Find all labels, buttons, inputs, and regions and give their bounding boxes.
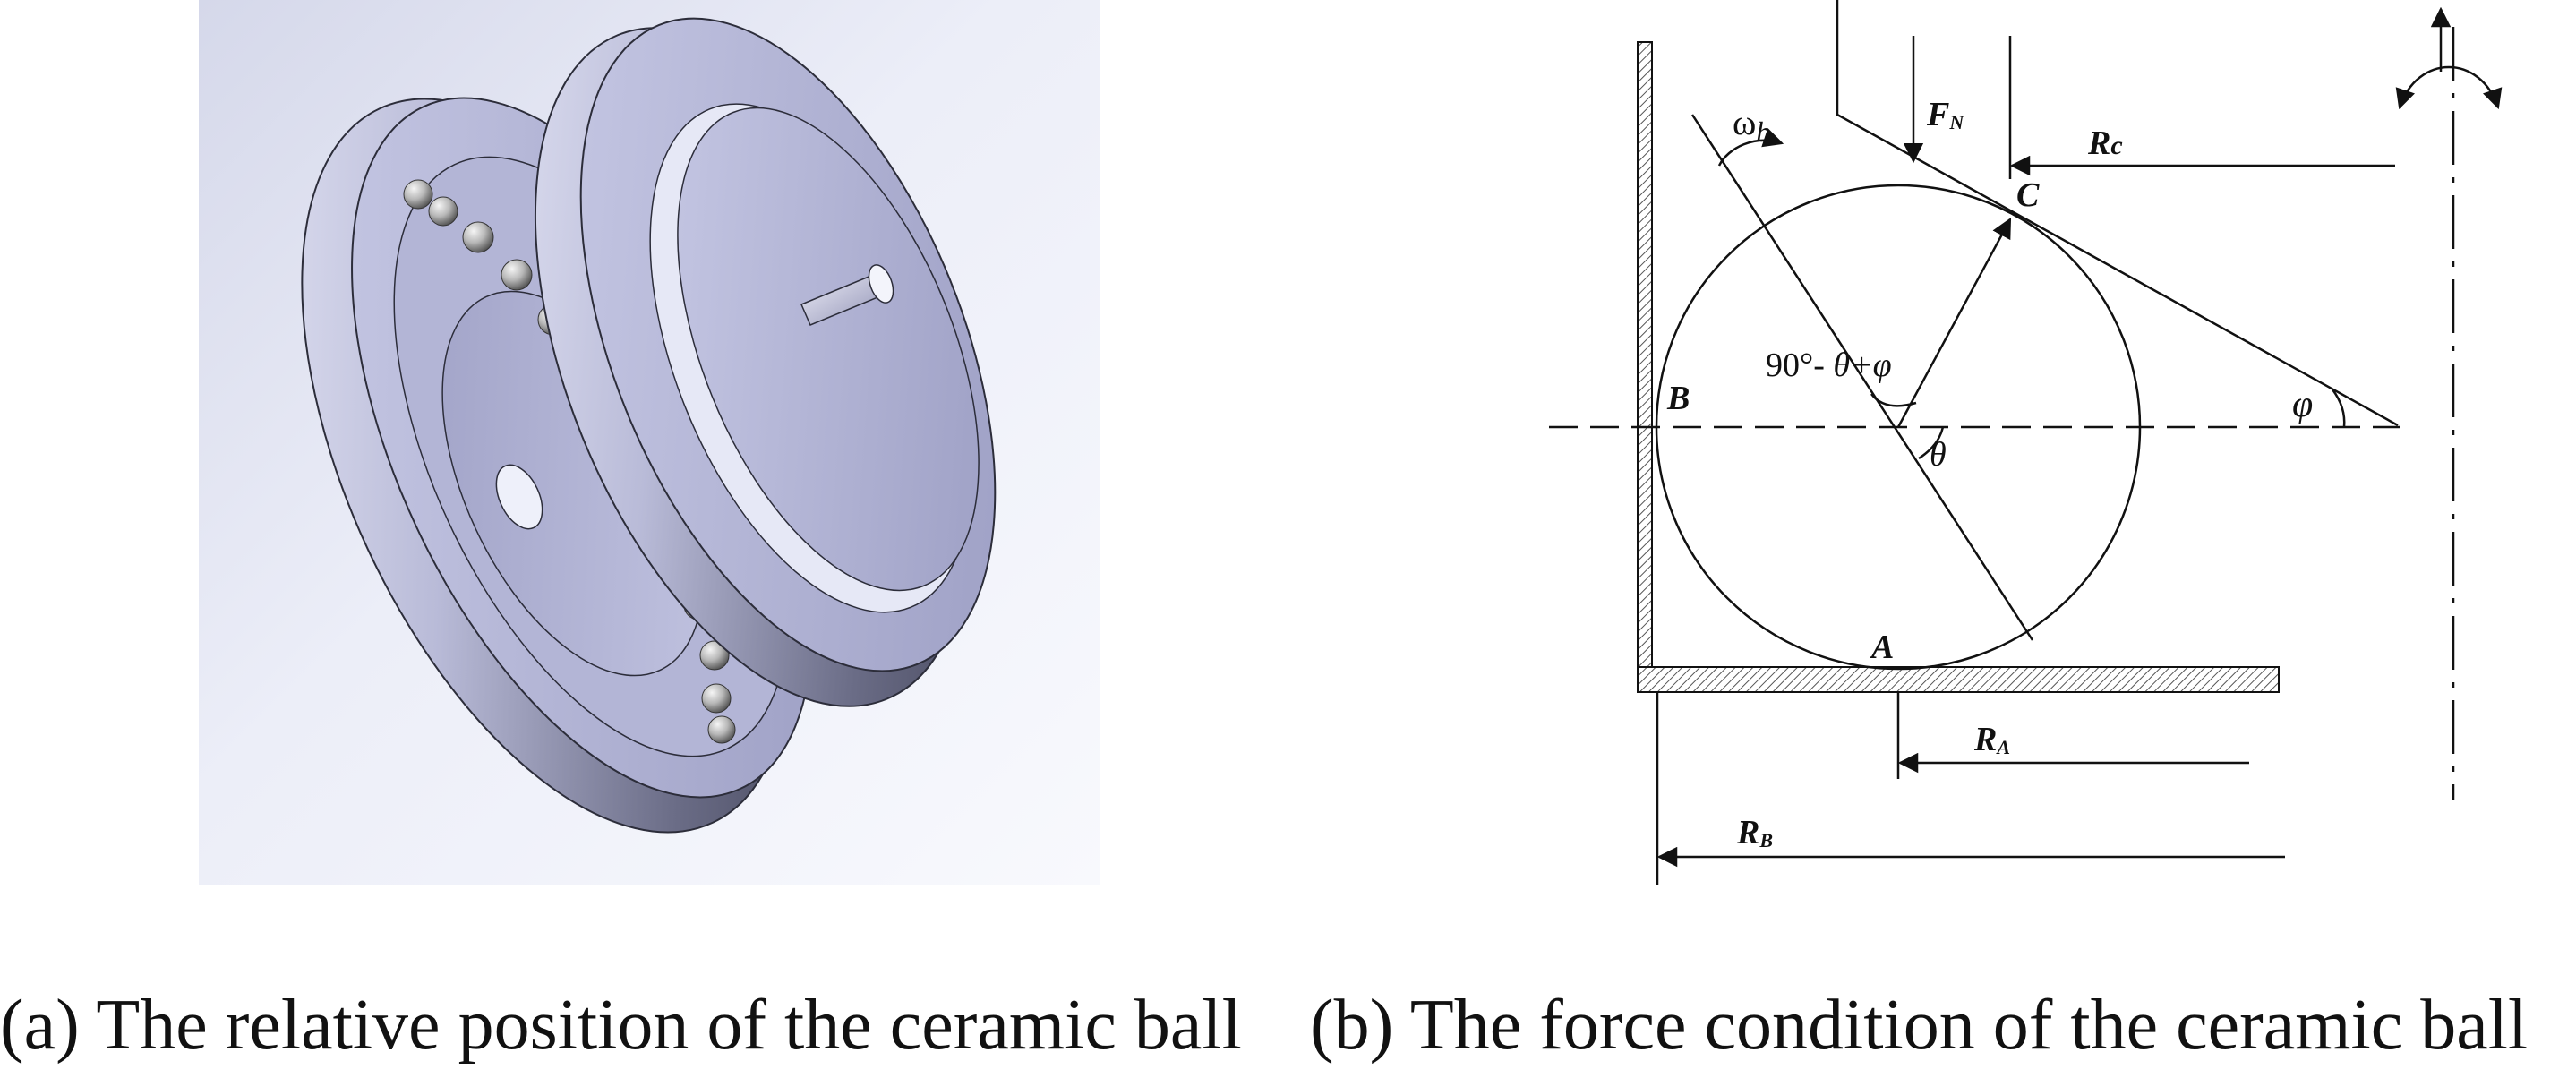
radius-to-c	[1896, 218, 2012, 428]
force-sub: N	[1948, 111, 1964, 133]
front-disk	[534, 17, 997, 707]
angle-expr-tail: θ+φ	[1833, 346, 1891, 384]
force-main: F	[1926, 96, 1949, 133]
diagram-labels: A B C FN Rc RA RB ωb 90°- θ+φ θ φ	[1666, 96, 2313, 851]
ra-label: RA	[1973, 721, 2010, 758]
point-c-label: C	[2016, 176, 2040, 214]
angle-expression: 90°- θ+φ	[1766, 346, 1892, 384]
rb-sub: B	[1759, 829, 1773, 851]
ra-main: R	[1973, 721, 1997, 758]
shaft	[800, 264, 894, 326]
angle-arc-phi	[2331, 389, 2346, 428]
force-label: FN	[1926, 96, 1964, 133]
theta-label: θ	[1930, 436, 1947, 474]
rc-label: Rc	[2087, 124, 2123, 162]
pressing-plate	[1836, 0, 2399, 427]
caption-panel-b: (b) The force condition of the ceramic b…	[1310, 986, 2529, 1065]
omega-rotation-arc	[1717, 127, 1784, 167]
ra-sub: A	[1995, 736, 2010, 758]
rc-main: R	[2087, 124, 2110, 162]
force-diagram	[1549, 0, 2503, 885]
diameter-line	[1690, 114, 2034, 641]
angle-arc-upper	[1870, 393, 1917, 407]
wall-vertical	[1637, 41, 1653, 682]
angle-expr-head: 90°-	[1766, 346, 1833, 384]
phi-label: φ	[2292, 384, 2313, 425]
wall-floor	[1637, 666, 2280, 693]
render-panel	[199, 0, 1100, 885]
angle-arc-theta	[1918, 426, 1945, 460]
point-b-label: B	[1666, 380, 1690, 417]
rb-main: R	[1736, 814, 1759, 851]
rc-sub: c	[2110, 131, 2122, 160]
caption-panel-a: (a) The relative position of the ceramic…	[0, 986, 1242, 1065]
omega-label: ωb	[1733, 102, 1770, 148]
rb-label: RB	[1736, 814, 1773, 851]
rotation-arc-icon	[2395, 65, 2503, 110]
omega-main: ω	[1733, 102, 1756, 142]
omega-sub: b	[1756, 116, 1770, 148]
point-a-label: A	[1870, 629, 1894, 666]
